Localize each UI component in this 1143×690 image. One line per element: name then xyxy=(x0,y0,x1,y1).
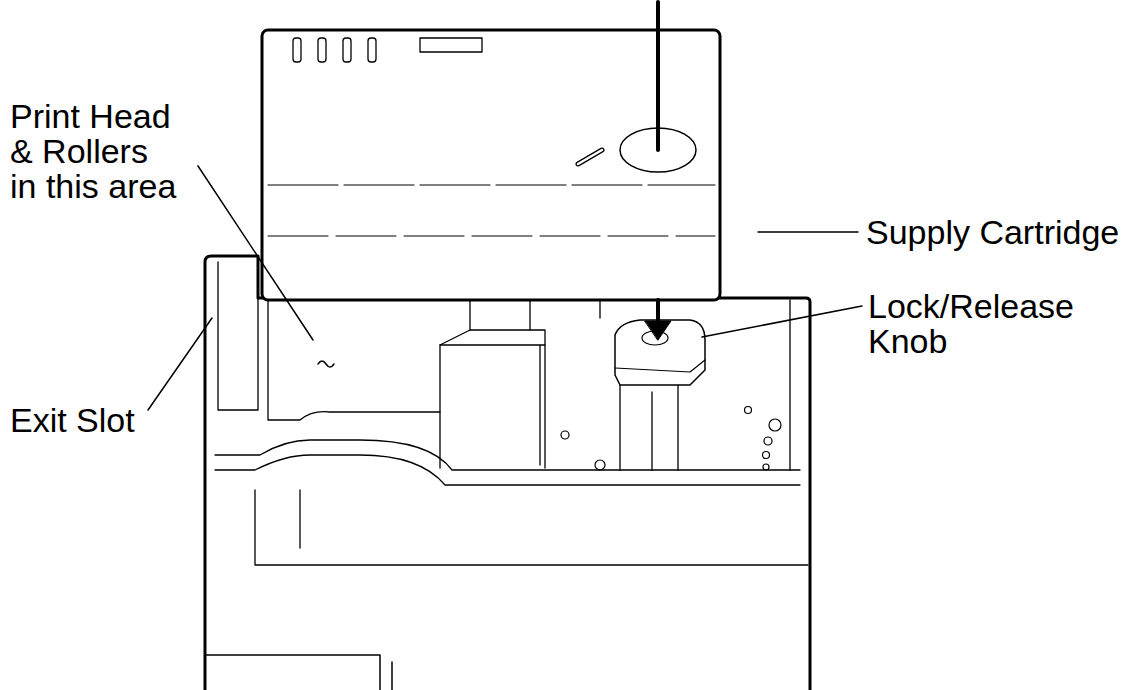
part-label: Exit Slot xyxy=(10,403,170,438)
cartridge-slot xyxy=(318,38,326,62)
cartridge-window xyxy=(420,38,482,52)
paper-channel xyxy=(215,455,800,485)
knob-stem xyxy=(620,385,678,470)
cartridge-seam xyxy=(268,184,715,185)
insertion-arrow xyxy=(656,300,660,322)
front-panel xyxy=(299,490,300,548)
roller-housing xyxy=(440,330,545,468)
lock-release-knob xyxy=(615,360,705,372)
cartridge-slot xyxy=(578,150,602,164)
cartridge-slot xyxy=(293,38,301,62)
supply-cartridge xyxy=(262,30,720,300)
head-recess xyxy=(268,300,440,420)
print-head-mark xyxy=(318,361,334,367)
vent-hole xyxy=(763,452,770,459)
cartridge-slot xyxy=(343,38,351,62)
screw xyxy=(595,460,605,470)
cartridge-slot xyxy=(578,150,602,164)
leader-line xyxy=(758,231,858,233)
arrow-head xyxy=(645,321,671,340)
exit-slot-frame xyxy=(218,262,258,410)
part-label: Print Head & Rollers in this area xyxy=(10,99,182,204)
vent-hole xyxy=(769,419,781,431)
printer-body xyxy=(205,256,810,690)
vent-hole xyxy=(763,464,769,470)
vent-hole xyxy=(764,437,772,445)
part-label: Lock/Release Knob xyxy=(868,289,1108,359)
leader-line xyxy=(702,306,862,337)
base-ledge xyxy=(205,655,392,690)
screw xyxy=(561,431,569,439)
lock-release-knob xyxy=(615,320,705,385)
part-label: Supply Cartridge xyxy=(866,215,1136,250)
leader-line xyxy=(148,318,212,410)
roller-housing xyxy=(440,300,545,465)
insertion-arrow xyxy=(656,2,660,150)
vent-hole xyxy=(745,407,752,414)
front-panel xyxy=(255,490,808,565)
cartridge-seam xyxy=(268,235,715,236)
cartridge-slot xyxy=(368,38,376,62)
leader-line xyxy=(198,166,313,340)
